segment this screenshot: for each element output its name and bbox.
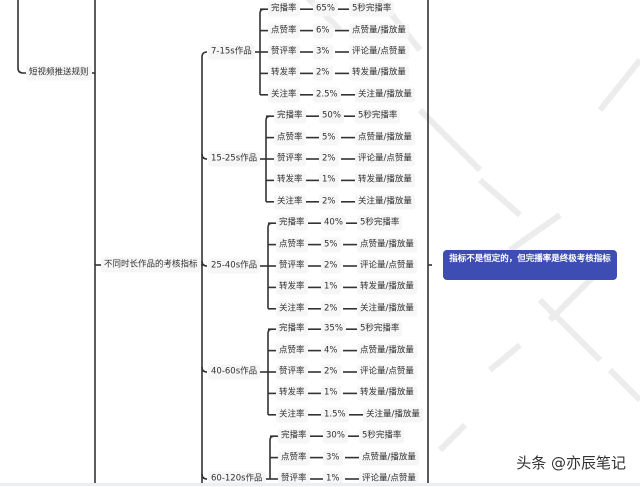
value-node[interactable]: 4% — [321, 343, 341, 359]
formula-node[interactable]: 点赞量/播放量 — [349, 23, 409, 39]
formula-node[interactable]: 5秒完播率 — [359, 428, 405, 444]
metric-node[interactable]: 关注率 — [276, 407, 308, 423]
metric-node[interactable]: 完播率 — [276, 215, 308, 231]
connector — [201, 366, 208, 373]
formula-node[interactable]: 5秒完播率 — [357, 215, 403, 231]
metric-node[interactable]: 完播率 — [268, 1, 300, 17]
value-node[interactable]: 3% — [323, 450, 343, 466]
value-node[interactable]: 40% — [321, 215, 346, 231]
value-node[interactable]: 30% — [323, 428, 348, 444]
metric-node[interactable]: 赞评率 — [274, 151, 306, 167]
formula-node[interactable]: 点赞量/播放量 — [357, 343, 417, 359]
metric-node[interactable]: 点赞率 — [276, 343, 308, 359]
value-node[interactable]: 6% — [313, 23, 333, 39]
value-node[interactable]: 5% — [319, 130, 339, 146]
callout-note[interactable]: 指标不是恒定的，但完播率是终极考核指标 — [443, 250, 617, 280]
value-node[interactable]: 2% — [321, 258, 341, 274]
metric-node[interactable]: 转发率 — [276, 279, 308, 295]
value-node[interactable]: 35% — [321, 321, 346, 337]
formula-node[interactable]: 评论量/点赞量 — [355, 151, 415, 167]
formula-node[interactable]: 转发量/播放量 — [349, 65, 409, 81]
metric-node[interactable]: 点赞率 — [278, 450, 310, 466]
metric-node[interactable]: 点赞率 — [276, 237, 308, 253]
metric-node[interactable]: 转发率 — [274, 172, 306, 188]
metric-node[interactable]: 关注率 — [274, 194, 306, 210]
metric-node[interactable]: 转发率 — [276, 385, 308, 401]
metric-node[interactable]: 赞评率 — [268, 44, 300, 60]
value-node[interactable]: 1% — [319, 172, 339, 188]
value-node[interactable]: 2% — [321, 301, 341, 317]
value-node[interactable]: 5% — [321, 237, 341, 253]
formula-node[interactable]: 关注量/播放量 — [357, 301, 417, 317]
metric-node[interactable]: 关注率 — [276, 301, 308, 317]
group-node[interactable]: 60-120s作品 — [208, 471, 266, 487]
group-node[interactable]: 25-40s作品 — [208, 258, 261, 274]
watermark: 头条 @亦辰笔记 — [516, 454, 626, 472]
value-node[interactable]: 65% — [313, 1, 338, 17]
connector — [201, 51, 208, 486]
formula-node[interactable]: 评论量/点赞量 — [359, 471, 419, 487]
connector — [17, 0, 26, 74]
value-node[interactable]: 1% — [321, 385, 341, 401]
metric-node[interactable]: 转发率 — [268, 65, 300, 81]
connector — [201, 153, 208, 160]
metric-node[interactable]: 点赞率 — [268, 23, 300, 39]
value-node[interactable]: 2% — [319, 151, 339, 167]
value-node[interactable]: 1.5% — [321, 407, 349, 423]
formula-node[interactable]: 关注量/播放量 — [355, 194, 415, 210]
formula-node[interactable]: 转发量/播放量 — [355, 172, 415, 188]
formula-node[interactable]: 评论量/点赞量 — [357, 258, 417, 274]
connector — [201, 473, 208, 480]
bottom-bar — [0, 483, 640, 486]
formula-node[interactable]: 评论量/点赞量 — [357, 364, 417, 380]
formula-node[interactable]: 评论量/点赞量 — [349, 44, 409, 60]
node-push-rules[interactable]: 短视频推送规则 — [26, 65, 92, 81]
metric-node[interactable]: 赞评率 — [276, 258, 308, 274]
value-node[interactable]: 2% — [319, 194, 339, 210]
value-node[interactable]: 1% — [321, 279, 341, 295]
formula-node[interactable]: 转发量/播放量 — [357, 385, 417, 401]
formula-node[interactable]: 5秒完播率 — [355, 108, 401, 124]
metric-node[interactable]: 点赞率 — [274, 130, 306, 146]
formula-node[interactable]: 点赞量/播放量 — [359, 450, 419, 466]
formula-node[interactable]: 点赞量/播放量 — [355, 130, 415, 146]
metric-node[interactable]: 完播率 — [276, 321, 308, 337]
metric-node[interactable]: 赞评率 — [276, 364, 308, 380]
formula-node[interactable]: 关注量/播放量 — [363, 407, 423, 423]
metric-node[interactable]: 关注率 — [268, 87, 300, 103]
group-node[interactable]: 40-60s作品 — [208, 364, 261, 380]
value-node[interactable]: 2.5% — [313, 87, 341, 103]
value-node[interactable]: 3% — [313, 44, 333, 60]
value-node[interactable]: 50% — [319, 108, 344, 124]
metric-node[interactable]: 完播率 — [278, 428, 310, 444]
metric-node[interactable]: 完播率 — [274, 108, 306, 124]
formula-node[interactable]: 5秒完播率 — [349, 1, 395, 17]
group-node[interactable]: 7-15s作品 — [208, 44, 255, 60]
connector — [201, 260, 208, 267]
node-duration-metrics[interactable]: 不同时长作品的考核指标 — [101, 257, 201, 273]
value-node[interactable]: 2% — [313, 65, 333, 81]
metric-node[interactable]: 赞评率 — [278, 471, 310, 487]
formula-node[interactable]: 点赞量/播放量 — [357, 237, 417, 253]
formula-node[interactable]: 转发量/播放量 — [357, 279, 417, 295]
group-node[interactable]: 15-25s作品 — [208, 151, 261, 167]
value-node[interactable]: 1% — [323, 471, 343, 487]
formula-node[interactable]: 5秒完播率 — [357, 321, 403, 337]
value-node[interactable]: 2% — [321, 364, 341, 380]
formula-node[interactable]: 关注量/播放量 — [355, 87, 415, 103]
